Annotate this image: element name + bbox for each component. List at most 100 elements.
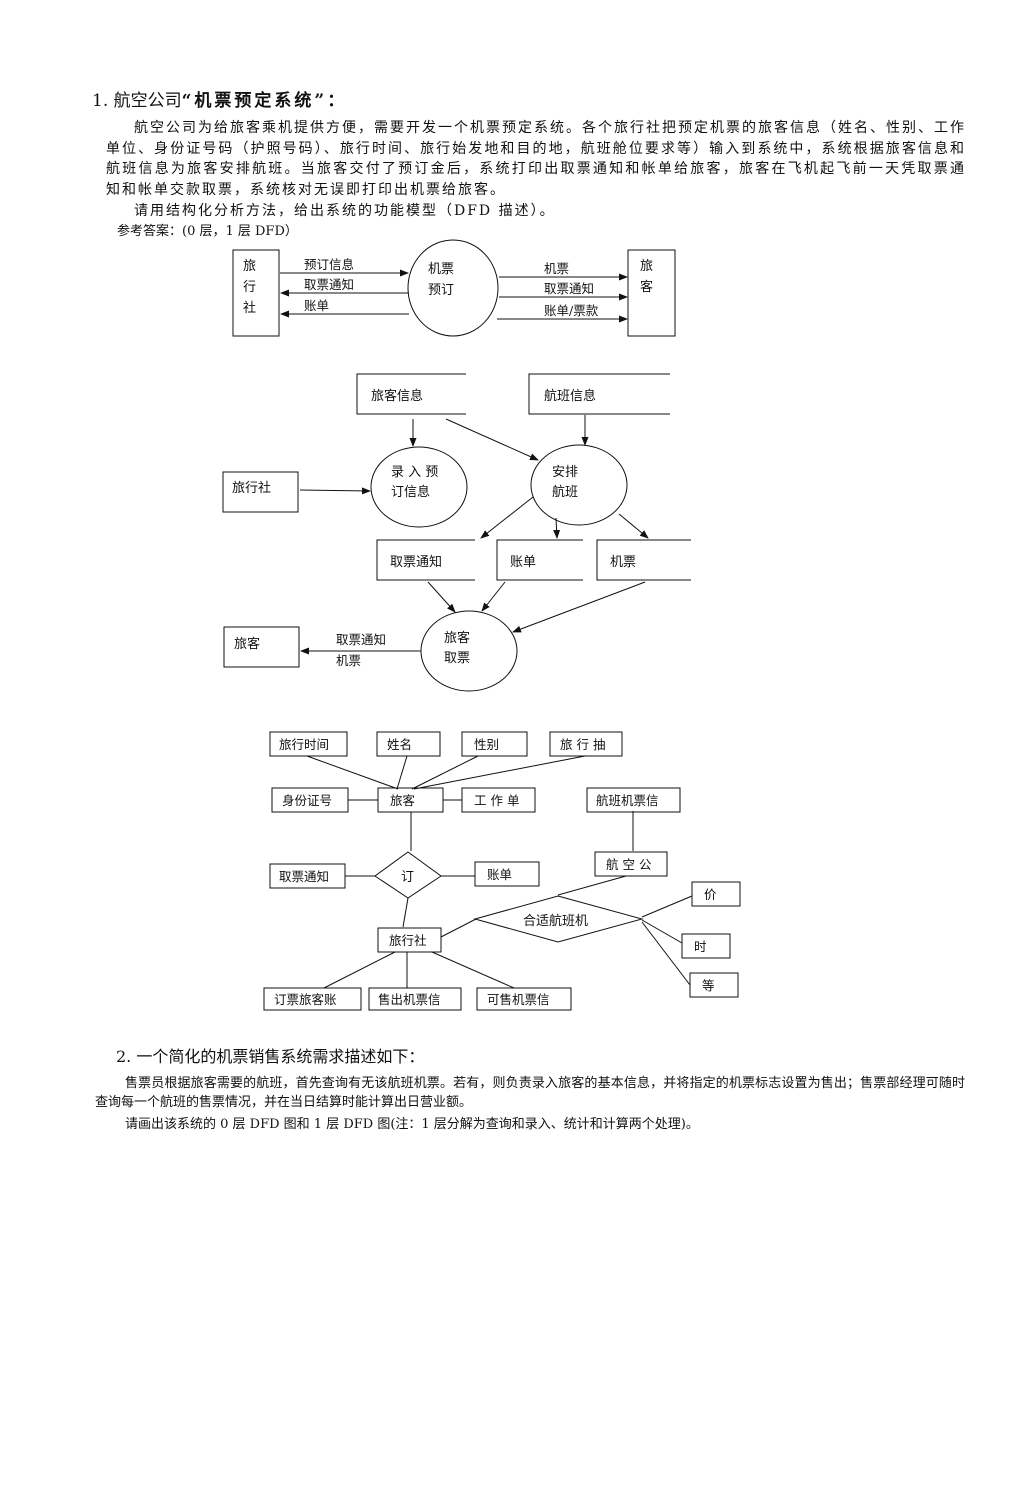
er-bill-box — [474, 861, 540, 887]
dfd1-proc-pickup-line-1: 旅客 — [444, 630, 470, 646]
dfd0-process-line-1: 机票 — [428, 262, 454, 277]
dfd1-store-passenger-label: 旅客信息 — [371, 388, 423, 404]
dfd1-arrow-notice-to-pickup — [427, 581, 456, 613]
er-class-label: 等 — [702, 978, 715, 993]
er-sold-box — [368, 987, 462, 1011]
dfd1-proc-record-line-1: 录 入 预 — [391, 465, 438, 480]
er-airline-box — [594, 851, 668, 877]
er-flight-diamond — [473, 895, 644, 943]
er-gender-box — [461, 731, 528, 757]
er-line-available — [431, 951, 515, 989]
q1-answer: 参考答案：(0 层，1 层 DFD） — [117, 224, 298, 239]
dfd1-store-flight-label: 航班信息 — [544, 388, 596, 404]
er-time-box — [681, 933, 731, 959]
er-notice-label: 取票通知 — [279, 869, 329, 884]
er-available-label: 可售机票信 — [487, 992, 550, 1007]
er-class-box — [689, 972, 739, 998]
dfd1-store-bill-label: 账单 — [510, 555, 536, 570]
dfd1-store-notice-label: 取票通知 — [390, 554, 442, 570]
er-agency-box — [377, 927, 442, 953]
er-gender-label: 性别 — [474, 737, 499, 752]
q1-body: 航空公司为给旅客乘机提供方便，需要开发一个机票预定系统。各个旅行社把预定机票的旅… — [106, 120, 966, 198]
er-airline-label: 航 空 公 — [606, 857, 652, 872]
dfd1-flow-out-line-2: 机票 — [336, 653, 361, 668]
er-line-order-agency — [402, 897, 409, 928]
dfd0-flow-notice-right-label: 取票通知 — [544, 281, 594, 296]
er-diagram: 旅行时间 姓名 性别 旅 行 抽 身份证号 旅客 工 作 单 航班机票信 取票通… — [263, 731, 741, 1011]
q1-title: 1. 航空公司“机票预定系统”： — [92, 86, 347, 111]
er-price-box — [691, 881, 741, 907]
er-notice-box — [269, 863, 346, 889]
q1-number: 1. — [92, 91, 109, 111]
dfd0-passenger-char-1: 旅 — [640, 259, 653, 274]
dfd1-proc-arrange — [530, 444, 628, 526]
dfd1-arrow-ticket-to-pickup — [512, 581, 646, 633]
q1-task: 请用结构化分析方法，给出系统的功能模型（DFD 描述）。 — [134, 203, 556, 219]
dfd1-proc-record-line-2: 订信息 — [391, 484, 430, 500]
dfd1-agency-box — [222, 471, 299, 513]
er-id-label: 身份证号 — [282, 793, 332, 808]
dfd1-agency-label: 旅行社 — [232, 480, 271, 496]
dfd1-arrow-arrange-to-bill — [553, 517, 561, 539]
diagrams-canvas: 旅 行 社 机票 预订 旅 客 预订信息 取票通知 账单 机票 取票通知 账单/… — [222, 239, 741, 1011]
dfd0-agency-char-2: 行 — [243, 280, 256, 295]
q2-task: 请画出该系统的 0 层 DFD 图和 1 层 DFD 图(注：1 层分解为查询和… — [125, 1117, 699, 1132]
dfd1-arrow-passenger-to-arrange — [445, 418, 539, 461]
er-order-diamond — [374, 851, 442, 899]
dfd0-flow-ticket-label: 机票 — [544, 261, 569, 276]
er-flight-ticket-label: 航班机票信 — [596, 793, 659, 808]
er-flight-ticket-box — [586, 787, 681, 813]
dfd0-diagram: 旅 行 社 机票 预订 旅 客 预订信息 取票通知 账单 机票 取票通知 账单/… — [232, 239, 676, 337]
dfd1-arrow-agency-to-record — [299, 487, 371, 495]
dfd1-diagram: 旅客信息 航班信息 旅行社 录 入 预 订信息 安排 航班 取票通知 账单 机票… — [222, 373, 691, 692]
dfd1-arrow-arrange-to-ticket — [618, 513, 649, 539]
er-passenger-box — [377, 787, 444, 813]
dfd1-arrow-bill-to-pickup — [481, 581, 506, 612]
er-work-unit-box — [461, 787, 536, 813]
er-order-label: 订 — [401, 870, 414, 885]
dfd0-process-circle — [407, 239, 499, 337]
er-agency-label: 旅行社 — [389, 933, 427, 948]
er-work-unit-label: 工 作 单 — [474, 793, 519, 808]
dfd0-passenger-char-2: 客 — [640, 279, 653, 295]
dfd1-passenger-label: 旅客 — [234, 636, 260, 652]
er-flight-label: 合适航班机 — [523, 913, 588, 929]
er-sold-label: 售出机票信 — [378, 992, 441, 1007]
dfd0-agency-char-1: 旅 — [243, 259, 256, 274]
dfd1-passenger-box — [223, 626, 300, 668]
er-travel-time-label: 旅行时间 — [279, 737, 329, 752]
q2-title: 2. 一个简化的机票销售系统需求描述如下： — [116, 1047, 425, 1066]
er-name-box — [376, 731, 441, 757]
dfd1-proc-arrange-line-1: 安排 — [552, 465, 578, 480]
dfd0-flow-order-info-label: 预订信息 — [304, 257, 354, 272]
dfd1-proc-pickup-line-2: 取票 — [444, 651, 470, 666]
dfd1-store-ticket — [596, 539, 691, 581]
er-order-account-label: 订票旅客账 — [274, 992, 337, 1007]
er-time-label: 时 — [694, 939, 707, 954]
er-line-gender — [411, 755, 479, 790]
dfd1-store-ticket-label: 机票 — [610, 555, 636, 570]
dfd0-flow-payment-label: 账单/票款 — [544, 303, 599, 318]
er-travel-place-box — [549, 731, 623, 757]
dfd0-flow-bill-left-label: 账单 — [304, 298, 329, 313]
er-line-time2 — [641, 919, 683, 944]
er-passenger-label: 旅客 — [390, 793, 416, 808]
dfd1-arrow-arrange-to-notice — [480, 496, 534, 539]
er-travel-place-label: 旅 行 抽 — [560, 737, 605, 752]
er-order-account-box — [263, 987, 362, 1011]
dfd1-proc-record — [370, 446, 468, 528]
dfd1-store-bill — [496, 539, 583, 581]
er-bill-label: 账单 — [487, 867, 512, 882]
er-line-name — [396, 755, 408, 790]
er-id-box — [271, 787, 349, 813]
dfd0-flow-notice-left-label: 取票通知 — [304, 277, 354, 292]
er-line-order-account — [323, 951, 396, 989]
dfd0-process-line-2: 预订 — [428, 283, 454, 298]
dfd1-proc-arrange-line-2: 航班 — [552, 484, 578, 500]
dfd1-store-notice — [376, 539, 475, 581]
er-available-box — [476, 987, 572, 1011]
dfd1-store-flight — [528, 373, 670, 415]
dfd0-agency-box — [232, 249, 280, 337]
dfd0-passenger-box — [627, 249, 676, 337]
er-line-price — [641, 895, 693, 918]
